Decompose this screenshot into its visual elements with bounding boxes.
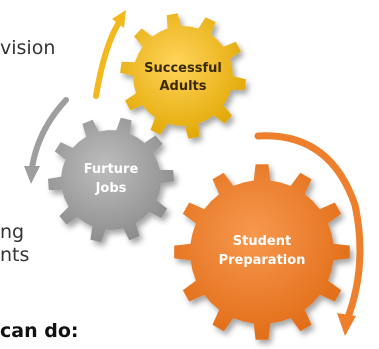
gear-future-jobs: Furture Jobs — [48, 117, 174, 243]
gear-label-preparation: Preparation — [219, 253, 306, 268]
background-text-can-do: can do: — [0, 320, 79, 342]
gear-label-successful: Successful — [144, 61, 222, 76]
gear-label-jobs: Jobs — [95, 181, 127, 196]
gear-label-adults: Adults — [159, 79, 206, 94]
gear-student-preparation: Student Preparation — [174, 164, 350, 340]
background-text-nts: nts — [0, 244, 30, 266]
cycle-arrow-gray — [24, 97, 69, 184]
cycle-arrow-orange — [254, 132, 364, 336]
gear-successful-adults: Successful Adults — [120, 13, 246, 139]
background-text-vision: vision — [0, 37, 56, 59]
gear-label-furture: Furture — [84, 162, 139, 177]
gear-label-student: Student — [233, 234, 291, 249]
background-text-ng: ng — [0, 221, 25, 243]
cycle-arrow-yellow — [93, 10, 126, 99]
